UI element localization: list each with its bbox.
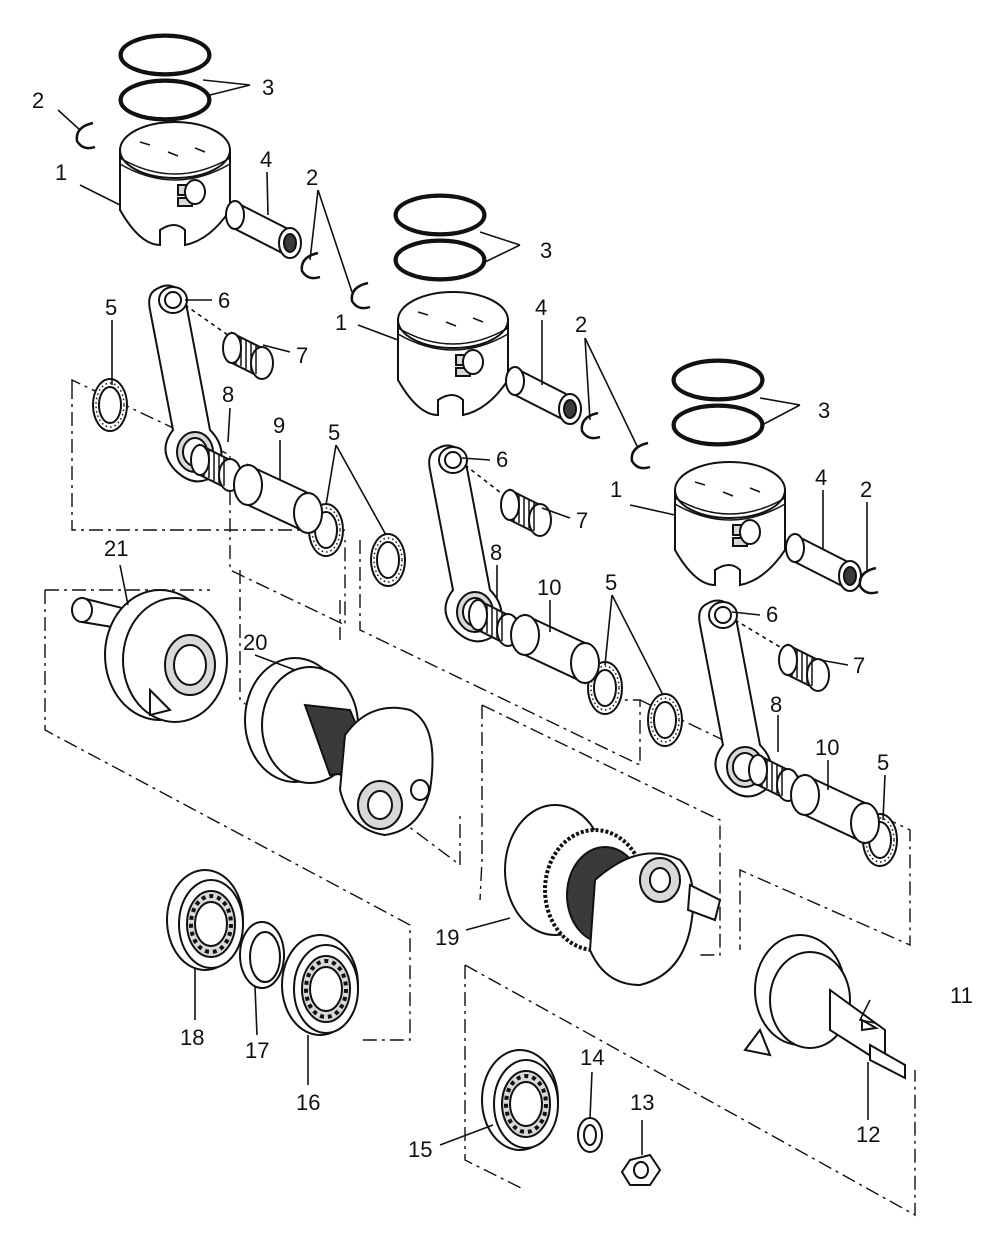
callout-2: 2	[860, 477, 872, 502]
circlip-5	[630, 441, 652, 470]
main-bearing-15	[480, 1048, 560, 1152]
piston-rings-1	[118, 33, 212, 122]
callout-labels: 3 3 3 2 2 2 2 1 1 1 4 4 4 5 5 5 5 6 6 6 …	[32, 75, 973, 1162]
washer-14	[577, 1117, 603, 1153]
woodruff-key	[861, 1018, 880, 1032]
callout-17: 17	[245, 1038, 269, 1063]
crank-pin-10a	[510, 614, 600, 684]
leader-lines	[57, 79, 886, 1155]
callout-20: 20	[243, 630, 267, 655]
piston-pin-1	[225, 200, 302, 259]
main-bearing-16	[280, 933, 360, 1037]
callout-4: 4	[815, 465, 827, 490]
callout-6: 6	[218, 288, 230, 313]
callout-11: 11	[950, 983, 973, 1008]
circlip-1	[75, 121, 97, 150]
callout-1: 1	[610, 477, 622, 502]
callout-9: 9	[273, 413, 285, 438]
piston-pin-2	[505, 366, 582, 425]
callout-3: 3	[540, 238, 552, 263]
callout-13: 13	[630, 1090, 654, 1115]
crankshaft-output-end	[743, 934, 906, 1080]
main-bearing-18	[165, 868, 245, 972]
crankshaft-section-19	[504, 804, 722, 987]
callout-8: 8	[490, 540, 502, 565]
callout-5: 5	[605, 570, 617, 595]
callout-6: 6	[496, 447, 508, 472]
circlip-4	[580, 411, 602, 440]
needle-bearing-small-2	[500, 489, 552, 537]
callout-1: 1	[55, 160, 67, 185]
assembly-lines	[44, 378, 916, 1217]
callout-16: 16	[296, 1090, 320, 1115]
nut-13	[620, 1153, 662, 1186]
thrust-washer-3	[370, 533, 406, 587]
callout-15: 15	[408, 1137, 432, 1162]
thrust-washer-1	[92, 378, 128, 432]
callout-1: 1	[335, 310, 347, 335]
callout-12: 12	[856, 1122, 880, 1147]
thrust-washer-5	[647, 693, 683, 747]
callout-2: 2	[306, 165, 318, 190]
callout-3: 3	[818, 398, 830, 423]
piston-3	[674, 461, 786, 586]
circlip-6	[858, 566, 880, 595]
piston-rings-2	[393, 193, 487, 282]
crank-pin-9	[233, 464, 323, 534]
callout-4: 4	[535, 295, 547, 320]
callout-2: 2	[32, 88, 44, 113]
callout-2: 2	[575, 312, 587, 337]
callout-5: 5	[328, 420, 340, 445]
callout-7: 7	[853, 653, 865, 678]
piston-1	[119, 121, 231, 246]
callout-4: 4	[260, 147, 272, 172]
callout-5: 5	[105, 295, 117, 320]
callout-10: 10	[537, 575, 561, 600]
callout-18: 18	[180, 1025, 204, 1050]
needle-bearing-small-3	[778, 644, 830, 692]
piston-rings-3	[671, 358, 765, 447]
crankshaft-section-20	[244, 657, 434, 837]
callout-5: 5	[877, 750, 889, 775]
callout-8: 8	[770, 692, 782, 717]
piston-2	[397, 291, 509, 416]
callout-19: 19	[435, 925, 459, 950]
callout-3: 3	[262, 75, 274, 100]
callout-21: 21	[104, 536, 128, 561]
crankshaft-section-21	[71, 589, 228, 723]
needle-bearing-small-1	[222, 332, 274, 380]
callout-6: 6	[766, 602, 778, 627]
callout-8: 8	[222, 382, 234, 407]
crank-pin-10b	[790, 774, 880, 844]
callout-7: 7	[576, 508, 588, 533]
circlip-3	[350, 281, 372, 310]
callout-7: 7	[296, 343, 308, 368]
callout-10: 10	[815, 735, 839, 760]
callout-14: 14	[580, 1045, 604, 1070]
seal-ring-17	[239, 921, 285, 989]
